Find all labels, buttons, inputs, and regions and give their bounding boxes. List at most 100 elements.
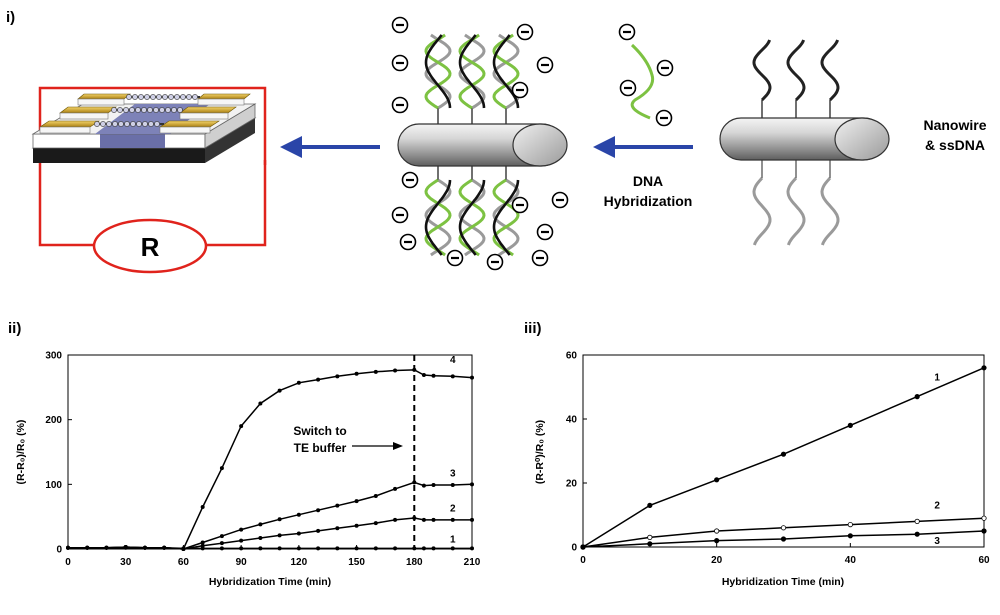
chart-iii-xlabel: Hybridization Time (min) — [722, 576, 844, 588]
data-point-series-2 — [258, 536, 263, 541]
data-point-series-4 — [200, 504, 205, 509]
data-point-series-1 — [316, 546, 321, 551]
y-tick-label: 300 — [45, 351, 62, 362]
nanowire-bead — [94, 121, 100, 127]
x-tick-label: 0 — [580, 555, 586, 566]
data-point-series-3 — [393, 486, 398, 491]
x-tick-label: 0 — [65, 557, 71, 568]
dna-strand — [492, 33, 520, 110]
nanowire-bead — [141, 107, 147, 113]
nanowire-beads — [94, 94, 198, 127]
data-point-series-1 — [335, 546, 340, 551]
data-point-series-1 — [780, 451, 787, 457]
series-line-2 — [582, 517, 985, 548]
data-point-series-4 — [162, 545, 167, 550]
nanowire-bead — [129, 107, 135, 113]
hybridized-nanowire — [397, 123, 568, 167]
data-point-series-4 — [354, 371, 359, 376]
data-point-series-4 — [393, 368, 398, 373]
data-point-series-3 — [373, 493, 378, 498]
dna-strand — [424, 33, 452, 110]
series-label-1: 1 — [934, 373, 940, 384]
data-point-series-2 — [421, 517, 426, 522]
dna-strand — [786, 177, 806, 246]
data-point-series-2 — [354, 523, 359, 528]
data-point-series-3 — [239, 527, 244, 532]
data-point-series-1 — [239, 546, 244, 551]
data-point-series-2 — [277, 533, 282, 538]
nanowire-bead — [165, 107, 171, 113]
data-point-series-4 — [316, 377, 321, 382]
dna-strand — [492, 34, 520, 109]
nanowire-bead — [117, 107, 123, 113]
dna-strand — [820, 39, 840, 102]
x-tick-label: 120 — [291, 557, 308, 568]
data-point-series-3 — [421, 483, 426, 488]
x-tick-label: 210 — [464, 557, 481, 568]
dna-strand — [424, 33, 452, 110]
dna-strand — [752, 177, 772, 246]
nanowire-bead — [159, 107, 165, 113]
data-point-series-2 — [335, 526, 340, 531]
data-point-series-3 — [450, 482, 455, 487]
chart-iii-frame — [582, 354, 985, 548]
data-point-series-1 — [354, 546, 359, 551]
data-point-series-1 — [469, 546, 474, 551]
dna-strand — [424, 178, 452, 257]
dna-strand — [630, 43, 655, 120]
data-point-series-4 — [66, 545, 71, 550]
data-point-series-4 — [104, 545, 109, 550]
data-point-series-4 — [335, 374, 340, 379]
chip-substrate-side — [205, 118, 255, 163]
data-point-series-4 — [219, 466, 224, 471]
nanowire-bead — [154, 121, 160, 127]
nanowire-bead — [138, 94, 144, 100]
series-line-1 — [582, 367, 985, 548]
series-line-3 — [68, 481, 473, 550]
dna-strand — [786, 39, 806, 102]
nanowire-bead — [168, 94, 174, 100]
dna-strand — [458, 179, 486, 256]
measurement-circuit: R — [38, 86, 267, 274]
hybridization-label-line1: DNA — [633, 173, 663, 189]
dna-strand — [752, 39, 772, 102]
electrode-pads — [39, 93, 251, 134]
dna-strand — [492, 179, 520, 256]
nanowire-bead — [124, 121, 130, 127]
dna-strand — [424, 179, 452, 256]
data-point-series-1 — [450, 546, 455, 551]
dna-strand — [458, 34, 486, 109]
x-tick-label: 40 — [845, 555, 857, 566]
dna-strand — [458, 33, 486, 110]
data-point-series-1 — [431, 546, 436, 551]
nanowire-bead — [126, 94, 132, 100]
nanowire-bead — [156, 94, 162, 100]
nanowire-bead — [132, 94, 138, 100]
data-point-series-3 — [277, 517, 282, 522]
data-point-series-4 — [373, 369, 378, 374]
nanowire-bead — [136, 121, 142, 127]
series-label-3: 3 — [450, 469, 456, 480]
dna-strand — [424, 34, 452, 109]
nanowire-bead — [112, 121, 118, 127]
x-tick-label: 180 — [406, 557, 423, 568]
data-point-series-2 — [431, 517, 436, 522]
dna-strand — [458, 178, 486, 257]
data-point-series-1 — [296, 546, 301, 551]
x-tick-label: 60 — [178, 557, 190, 568]
data-point-series-2 — [296, 531, 301, 536]
data-point-series-3 — [647, 541, 653, 547]
data-point-series-3 — [258, 522, 263, 527]
data-point-series-1 — [981, 365, 987, 371]
data-point-series-2 — [219, 541, 224, 546]
dna-strand — [492, 178, 520, 257]
data-point-series-3 — [354, 499, 359, 504]
data-point-series-4 — [258, 401, 263, 406]
data-point-series-3 — [316, 508, 321, 513]
data-point-series-3 — [580, 544, 586, 550]
data-point-series-3 — [469, 482, 474, 487]
data-point-series-1 — [373, 546, 378, 551]
y-tick-label: 20 — [566, 479, 578, 490]
